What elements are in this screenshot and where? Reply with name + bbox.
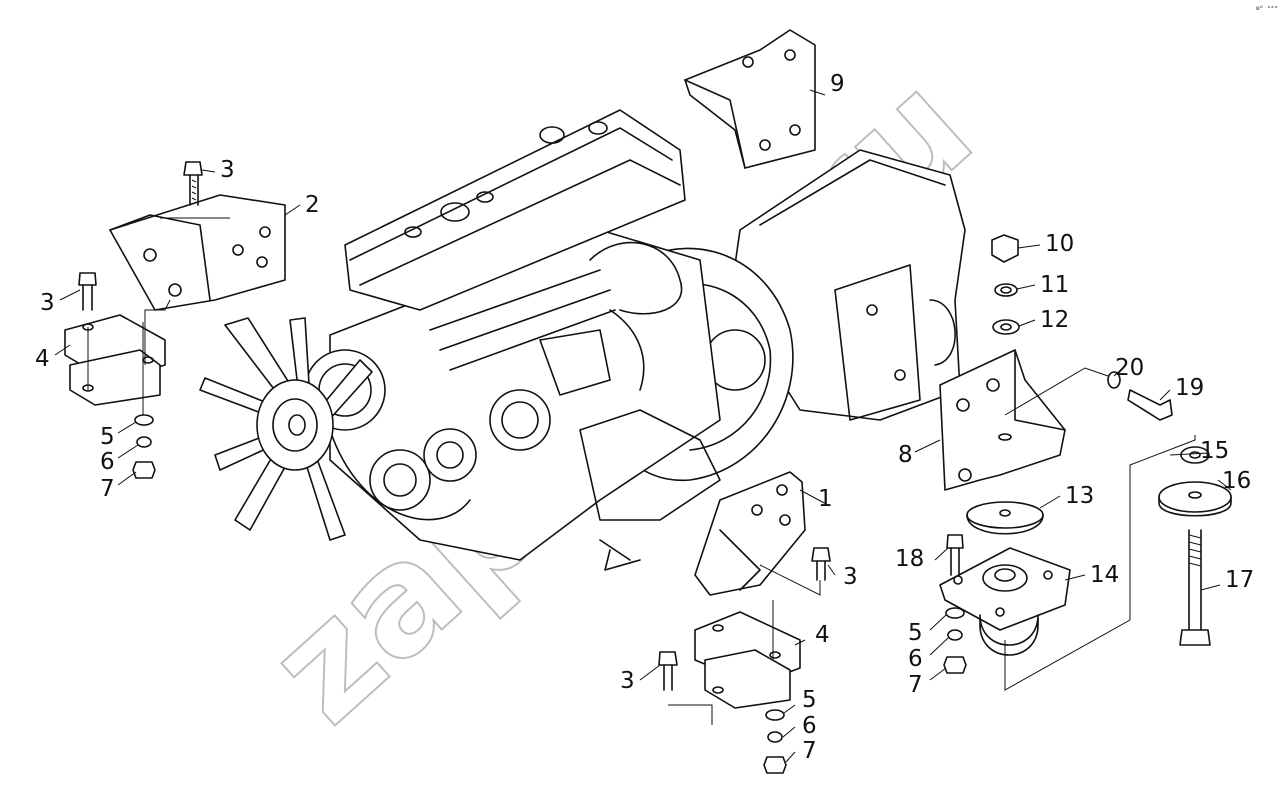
callout-6: 6	[100, 449, 115, 475]
center-mount-group	[658, 471, 831, 774]
callout-9: 9	[830, 71, 845, 97]
callout-11: 11	[1040, 272, 1069, 298]
callout-16: 16	[1222, 468, 1251, 494]
callout-7: 7	[100, 476, 115, 502]
callout-5: 5	[802, 687, 817, 713]
callout-leaders	[54, 89, 1232, 763]
callout-3: 3	[220, 157, 235, 183]
callout-4: 4	[35, 346, 50, 372]
cooling-fan	[199, 317, 373, 541]
callout-3: 3	[40, 290, 55, 316]
callout-6: 6	[908, 646, 923, 672]
callout-6: 6	[802, 713, 817, 739]
callout-7: 7	[802, 738, 817, 764]
callout-2: 2	[305, 192, 320, 218]
left-mount-group	[64, 161, 286, 479]
callout-18: 18	[895, 546, 924, 572]
right-mount-group	[939, 234, 1232, 691]
callout-7: 7	[908, 672, 923, 698]
callout-10: 10	[1045, 231, 1074, 257]
callout-3: 3	[843, 564, 858, 590]
callout-4: 4	[815, 622, 830, 648]
callout-labels: 3 2 3 4 5 6 7 9 1 3 4 3 5 6 7 10 11 12 2…	[35, 71, 1254, 764]
callout-20: 20	[1115, 355, 1144, 381]
engine-assembly	[199, 109, 966, 571]
callout-13: 13	[1065, 483, 1094, 509]
callout-14: 14	[1090, 562, 1119, 588]
bracket-9	[684, 29, 816, 169]
callout-8: 8	[898, 442, 913, 468]
callout-5: 5	[908, 620, 923, 646]
corner-mark: ʘᴼ ᵃᵃᵃ	[1256, 5, 1278, 12]
callout-19: 19	[1175, 375, 1204, 401]
callout-17: 17	[1225, 567, 1254, 593]
callout-12: 12	[1040, 307, 1069, 333]
callout-3: 3	[620, 668, 635, 694]
callout-5: 5	[100, 424, 115, 450]
callout-15: 15	[1200, 438, 1229, 464]
callout-1: 1	[818, 486, 833, 512]
